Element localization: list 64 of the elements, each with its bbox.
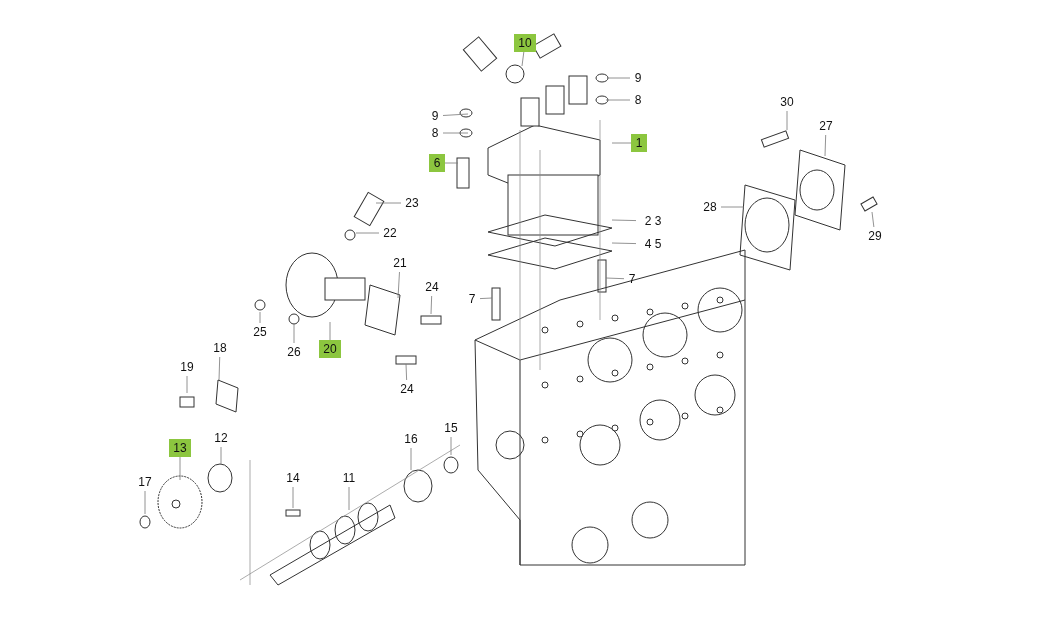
callout-number: 30 [776,93,798,111]
callout-number: 24 [396,380,418,398]
callout-number: 9 [427,107,443,125]
leader-line [450,436,452,456]
leader-line [397,271,400,299]
leader-line [355,232,380,234]
leader-line [442,113,469,116]
callout-number: 2 3 [636,212,670,230]
callout-number: 29 [864,227,886,245]
callout-number: 22 [379,224,401,242]
leader-line [218,356,221,381]
callout-number: 16 [400,430,422,448]
leader-line [720,206,745,208]
leader-line [444,162,459,164]
callout-number: 4 5 [636,235,670,253]
callout-number: 8 [630,91,646,109]
leader-line [611,219,637,221]
callout-number: 28 [699,198,721,216]
leader-line [410,447,412,471]
callout-number: 18 [209,339,231,357]
leader-line [144,490,146,515]
leader-line [430,295,433,315]
leader-line [611,142,632,144]
leader-line [405,363,408,381]
leader-line [824,134,827,157]
callout-number: 27 [815,117,837,135]
callout-number: 10 [514,34,536,52]
leader-line [186,375,188,394]
callout-number: 1 [631,134,647,152]
leader-line [348,486,350,511]
leader-line [375,202,402,204]
callout-number: 6 [429,154,445,172]
callout-number: 7 [624,270,640,288]
leader-line [442,132,469,134]
leader-line [179,456,181,481]
callout-number: 8 [427,124,443,142]
leader-line [786,110,788,131]
callout-number: 24 [421,278,443,296]
callout-number: 7 [464,290,480,308]
leader-line [605,99,631,101]
callout-number: 20 [319,340,341,358]
callout-number: 12 [210,429,232,447]
callout-number: 15 [440,419,462,437]
callout-number: 19 [176,358,198,376]
callout-number: 13 [169,439,191,457]
leader-line [611,242,637,244]
callout-number: 26 [283,343,305,361]
leader-line [292,486,294,509]
leader-line [259,311,261,324]
callout-number: 25 [249,323,271,341]
leader-line [607,77,631,79]
callout-number: 11 [338,469,360,487]
callout-number: 17 [134,473,156,491]
callout-number: 21 [389,254,411,272]
leader-line [605,277,625,280]
leader-line [479,297,493,299]
leader-line [521,51,525,67]
callout-number: 23 [401,194,423,212]
leader-line [871,211,875,228]
leader-line [329,321,331,341]
leader-line [220,446,222,466]
callout-number: 9 [630,69,646,87]
callout-number: 14 [282,469,304,487]
leader-line [293,323,295,344]
